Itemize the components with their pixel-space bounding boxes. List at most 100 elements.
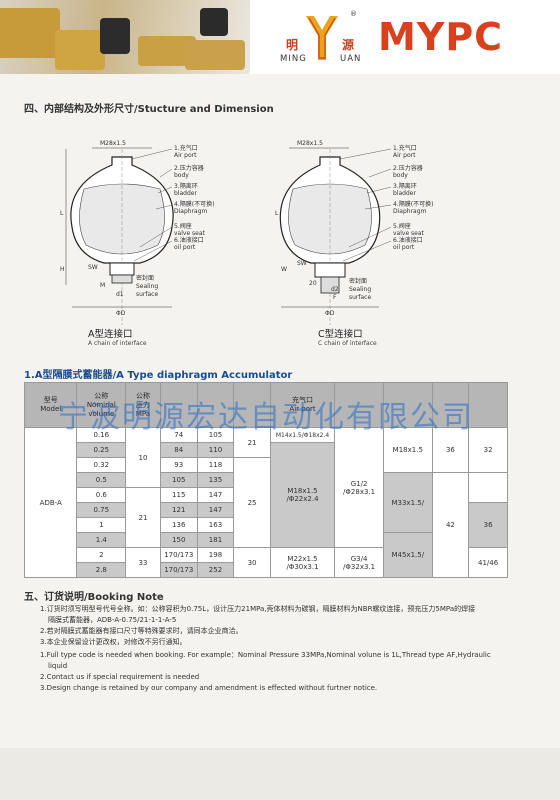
th-airport: 充气口 Air port xyxy=(269,382,336,428)
cell-sw: 32 xyxy=(468,427,508,473)
diagram-c-dim-top: M28x1.5 xyxy=(297,140,323,147)
label-c-4-cn: 4.隔膜(不可换) xyxy=(393,200,433,208)
watermark-text: 宁波明源宏达自动化有限公司 xyxy=(58,400,474,435)
label-a-5-en: valve seat xyxy=(174,230,206,237)
valve-body-2 xyxy=(55,30,105,70)
label-c-1-cn: 1.充气口 xyxy=(393,144,417,152)
cell-d3: 21 xyxy=(233,427,271,458)
valve-coil-2 xyxy=(200,8,228,36)
brand-y-logo-icon xyxy=(306,16,338,60)
diagram-a-dim-top: M28x1.5 xyxy=(100,140,126,147)
seal-a-cn: 密封面 xyxy=(136,274,154,282)
th-sw xyxy=(468,382,508,428)
label-c-6-cn: 6.油液接口 xyxy=(393,236,423,244)
cell-thread: M18x1.5 xyxy=(382,427,433,473)
label-a-2-en: body xyxy=(174,172,189,179)
table-row: 0.25 84 110 M18x1.5 /Φ22x2.4 xyxy=(25,442,508,548)
label-c-3-en: bladder xyxy=(393,190,416,197)
booking-note-title: 五、订货说明/Booking Note xyxy=(24,592,164,603)
label-c-3-cn: 3.隔离环 xyxy=(393,182,417,190)
cell-pressure: 10 xyxy=(125,427,161,488)
label-a-3-cn: 3.隔离环 xyxy=(174,182,198,190)
brand-name: MYPC xyxy=(378,15,504,59)
th-oilport xyxy=(334,382,384,428)
note-line-8: 3.Design change is retained by our compa… xyxy=(40,684,378,692)
dim-c-20: 20 xyxy=(309,280,317,287)
seal-a-en1: Sealing xyxy=(136,283,158,290)
seal-c-en2: surface xyxy=(349,294,371,301)
th-dim1 xyxy=(159,382,198,428)
table-title: 1.A型隔膜式蓄能器/A Type diaphragm Accumulator xyxy=(24,370,293,381)
dim-c-sw: SW xyxy=(297,260,307,267)
diagram-c-drawing: M28x1.5 L W SW 20 d2 F ΦD 密封面 Sealing su… xyxy=(275,140,433,325)
note-line-4: 3.本企业保留设计更改权，对修改不另行通知。 xyxy=(40,638,187,646)
label-a-2-cn: 2.压力容器 xyxy=(174,164,204,172)
seal-a-en2: surface xyxy=(136,291,158,298)
label-c-2-cn: 2.压力容器 xyxy=(393,164,423,172)
label-c-2-en: body xyxy=(393,172,408,179)
note-line-3: 2.若对隔膜式蓄能器有接口尺寸等特殊要求时，请同本企业商洽。 xyxy=(40,627,243,635)
cell-d1: 74 xyxy=(159,427,198,443)
label-a-1-en: Air port xyxy=(174,152,197,159)
dim-a-d: ΦD xyxy=(116,310,126,317)
section-structure-title: 四、内部结构及外形尺寸/Stucture and Dimension xyxy=(24,104,274,115)
cell-oil: G1/2 /Φ28x3.1 xyxy=(334,427,384,548)
brand-py-left: MING xyxy=(280,54,307,64)
brand-logo: 明 源 MING UAN ® MYPC xyxy=(262,6,552,70)
brand-py-right: UAN xyxy=(340,54,362,64)
table-row: 0.75 121 147 36 xyxy=(25,502,508,548)
label-c-5-cn: 5.阀座 xyxy=(393,222,411,230)
th-dim2 xyxy=(196,382,235,428)
table-header-row: 型号 Model 公称 Nominal volume 公称 压力 MPa 充气口… xyxy=(23,382,508,428)
cell-d2: 105 xyxy=(196,427,235,443)
dim-a-l: L xyxy=(60,210,64,217)
note-line-7: 2.Contact us if special requirement is n… xyxy=(40,673,200,681)
dim-c-f: F xyxy=(333,294,337,301)
th-model: 型号 Model xyxy=(23,382,78,428)
table-row: 0.6 21 115 147 xyxy=(25,487,508,548)
valve-body-4 xyxy=(185,40,245,70)
note-line-1: 1.订货时须写明型号代号全称。如：公称容积为0.75L，设计压力21MPa,壳体… xyxy=(40,605,476,613)
dim-c-d: ΦD xyxy=(325,310,335,317)
caption-c-en: C chain of interface xyxy=(318,340,377,347)
table-row: 2 33 170/173 198 30 M22x1.5 /Φ30x3.1 G3/… xyxy=(25,547,508,578)
note-line-2: 隔膜式蓄能器，ADB-A-0.75/21-1-1-A-5 xyxy=(48,616,177,624)
th-volume: 公称 Nominal volume xyxy=(76,382,127,428)
th-thread xyxy=(382,382,433,428)
registered-mark: ® xyxy=(350,10,358,18)
dim-a-sw: SW xyxy=(88,264,98,271)
cell-vol: 0.16 xyxy=(76,427,127,443)
page-header: 明 源 MING UAN ® MYPC xyxy=(0,0,560,74)
page-footer-band xyxy=(0,748,560,800)
valve-coil-1 xyxy=(100,18,130,54)
dim-a-d1: d1 xyxy=(116,291,124,298)
caption-c-cn: C型连接口 xyxy=(318,329,363,340)
header-product-photo xyxy=(0,0,250,74)
diagram-a-port xyxy=(109,262,135,276)
table-row: 2.8 170/173 252 xyxy=(25,562,508,578)
label-c-4-en: Diaphragm xyxy=(393,208,427,215)
seal-c-cn: 密封面 xyxy=(349,277,367,285)
dim-a-m: M xyxy=(100,282,105,289)
brand-cn-right: 源 xyxy=(342,38,355,52)
dim-c-d2: d2 xyxy=(331,286,339,293)
label-a-4-en: Diaphragm xyxy=(174,208,208,215)
spec-table: 型号 Model 公称 Nominal volume 公称 压力 MPa 充气口… xyxy=(23,382,508,578)
label-a-6-en: oil port xyxy=(174,244,196,251)
label-a-1-cn: 1.充气口 xyxy=(174,144,198,152)
brand-cn-left: 明 xyxy=(286,38,299,52)
diagram-c-port xyxy=(314,262,346,278)
caption-a-cn: A型连接口 xyxy=(88,329,133,340)
valve-body-1 xyxy=(0,8,60,58)
caption-a-en: A chain of interface xyxy=(88,340,147,347)
note-line-5: 1.Full type code is needed when booking.… xyxy=(40,651,491,659)
th-pressure: 公称 压力 MPa xyxy=(125,382,161,428)
dim-c-w: W xyxy=(281,266,287,273)
cell-model: ADB-A xyxy=(23,427,78,578)
note-line-6: liquid xyxy=(48,662,68,670)
label-a-4-cn: 4.隔膜(不可换) xyxy=(174,200,214,208)
dim-c-l: L xyxy=(275,210,279,217)
diagram-a-drawing: M28x1.5 L H SW M d1 ΦD 密封面 Sealing surfa… xyxy=(60,140,214,325)
label-c-6-en: oil port xyxy=(393,244,415,251)
label-a-5-cn: 5.阀座 xyxy=(174,222,192,230)
